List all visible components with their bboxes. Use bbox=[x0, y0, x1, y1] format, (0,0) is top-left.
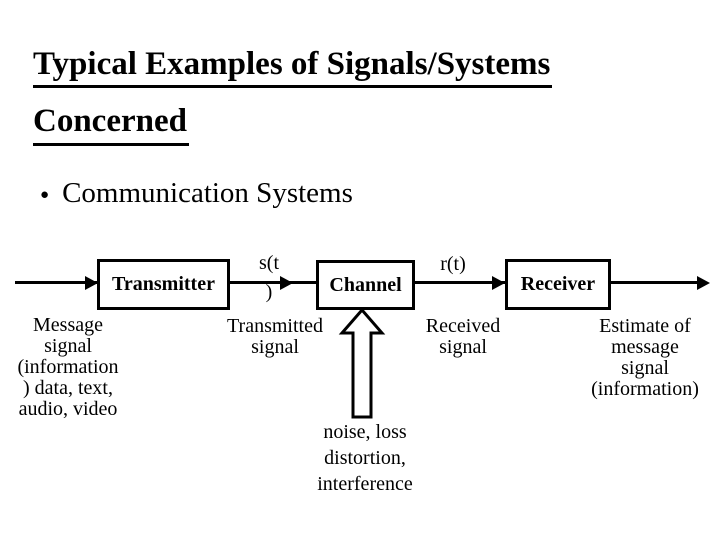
channel-box: Channel bbox=[316, 260, 415, 310]
annotation-line: Estimate of bbox=[599, 315, 691, 337]
annotation-line: noise, loss bbox=[323, 421, 407, 443]
annotation-line: Received bbox=[425, 315, 501, 337]
channel-to-receiver-line bbox=[415, 281, 505, 284]
message-signal-annotation: Message signal (information ) data, text… bbox=[0, 315, 136, 420]
annotation-line: Transmitted bbox=[227, 315, 323, 337]
annotation-line: (information bbox=[17, 356, 119, 378]
annotation-line: signal bbox=[44, 335, 92, 357]
right-arrowhead-icon bbox=[697, 276, 710, 290]
right-arrowhead-icon bbox=[85, 276, 98, 290]
annotation-line: signal bbox=[621, 357, 669, 379]
annotation-line: signal bbox=[251, 336, 299, 358]
transmitter-to-channel-line bbox=[230, 281, 316, 284]
right-arrowhead-icon bbox=[492, 276, 505, 290]
bullet-text: Communication Systems bbox=[62, 177, 353, 209]
transmitter-label: Transmitter bbox=[112, 273, 215, 295]
annotation-line: signal bbox=[439, 336, 487, 358]
annotation-line: ) data, text, bbox=[23, 377, 113, 399]
annotation-line: (information) bbox=[591, 378, 699, 400]
right-arrowhead-icon bbox=[280, 276, 293, 290]
page-title: Typical Examples of Signals/Systems Conc… bbox=[33, 44, 553, 146]
signal-label-rt: r(t) bbox=[440, 253, 466, 275]
signal-label-st-line2: ) bbox=[265, 281, 273, 303]
bullet-item: ● Communication Systems bbox=[40, 177, 353, 210]
page-title-line-2: Concerned bbox=[33, 101, 189, 146]
annotation-line: audio, video bbox=[18, 398, 118, 420]
annotation-line: interference bbox=[317, 473, 413, 495]
page-title-line-1: Typical Examples of Signals/Systems bbox=[33, 44, 553, 89]
bullet-dot-icon: ● bbox=[40, 186, 50, 203]
transmitted-signal-annotation: Transmitted signal bbox=[205, 316, 345, 358]
receiver-label: Receiver bbox=[520, 273, 596, 295]
signal-label-st: s(t ) bbox=[245, 249, 293, 307]
noise-annotation: noise, loss distortion, interference bbox=[285, 419, 445, 497]
receiver-box: Receiver bbox=[505, 259, 611, 310]
signal-label-st-line1: s(t bbox=[259, 252, 279, 274]
output-arrow-line bbox=[611, 281, 699, 284]
received-signal-annotation: Received signal bbox=[393, 316, 533, 358]
channel-label: Channel bbox=[329, 273, 402, 296]
annotation-line: message bbox=[611, 336, 679, 358]
input-arrow-line bbox=[15, 281, 97, 284]
up-block-arrow-icon bbox=[338, 308, 386, 419]
transmitter-box: Transmitter bbox=[97, 259, 230, 310]
annotation-line: Message bbox=[33, 314, 103, 336]
estimate-annotation: Estimate of message signal (information) bbox=[575, 316, 715, 400]
annotation-line: distortion, bbox=[324, 447, 406, 469]
